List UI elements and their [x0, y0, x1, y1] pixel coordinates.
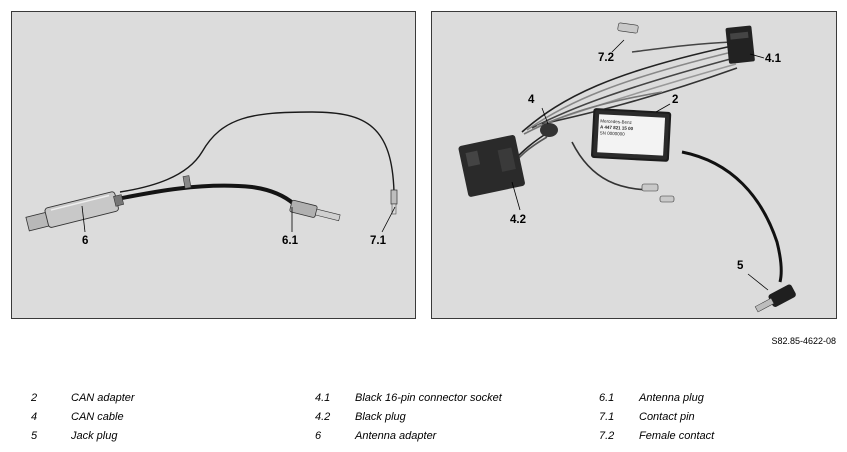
figure-panel-can-adapter: Mercedes-Benz A 447 821 15 00 SN 0000000… [431, 11, 837, 319]
legend-text: Black 16-pin connector socket [355, 392, 502, 404]
legend-number: 2 [31, 392, 38, 404]
legend-number: 4.1 [315, 392, 331, 404]
legend-number: 4.2 [315, 411, 331, 423]
legend-text: CAN cable [71, 411, 124, 423]
figure-reference: S82.85-4622-08 [771, 336, 836, 346]
antenna-adapter-illustration [25, 111, 398, 233]
callout-5: 5 [737, 260, 744, 272]
legend-number: 4 [31, 411, 38, 423]
legend-text: Contact pin [639, 411, 695, 423]
callout-4-1: 4.1 [765, 53, 781, 65]
callout-6-1: 6.1 [282, 235, 298, 247]
legend-number: 6 [315, 430, 322, 442]
legend-number: 7.2 [599, 430, 615, 442]
callout-6: 6 [82, 235, 89, 247]
callout-4-2: 4.2 [510, 214, 526, 226]
legend-text: Jack plug [71, 430, 118, 442]
legend-number: 6.1 [599, 392, 615, 404]
figure-panel-antenna-adapter: 6 6.1 7.1 [11, 11, 416, 319]
callout-2: 2 [672, 94, 679, 106]
legend-text: Female contact [639, 430, 715, 442]
legend-text: Antenna adapter [355, 430, 437, 442]
can-adapter-label: Mercedes-Benz A 447 821 15 00 SN 0000000 [600, 118, 663, 139]
can-adapter-illustration [458, 22, 796, 313]
callout-7-1: 7.1 [370, 235, 386, 247]
callout-4: 4 [528, 94, 535, 106]
legend-number: 7.1 [599, 411, 615, 423]
legend-text: CAN adapter [71, 392, 135, 404]
legend-text: Antenna plug [639, 392, 704, 404]
callout-7-2: 7.2 [598, 52, 614, 64]
legend-number: 5 [31, 430, 38, 442]
legend-text: Black plug [355, 411, 406, 423]
